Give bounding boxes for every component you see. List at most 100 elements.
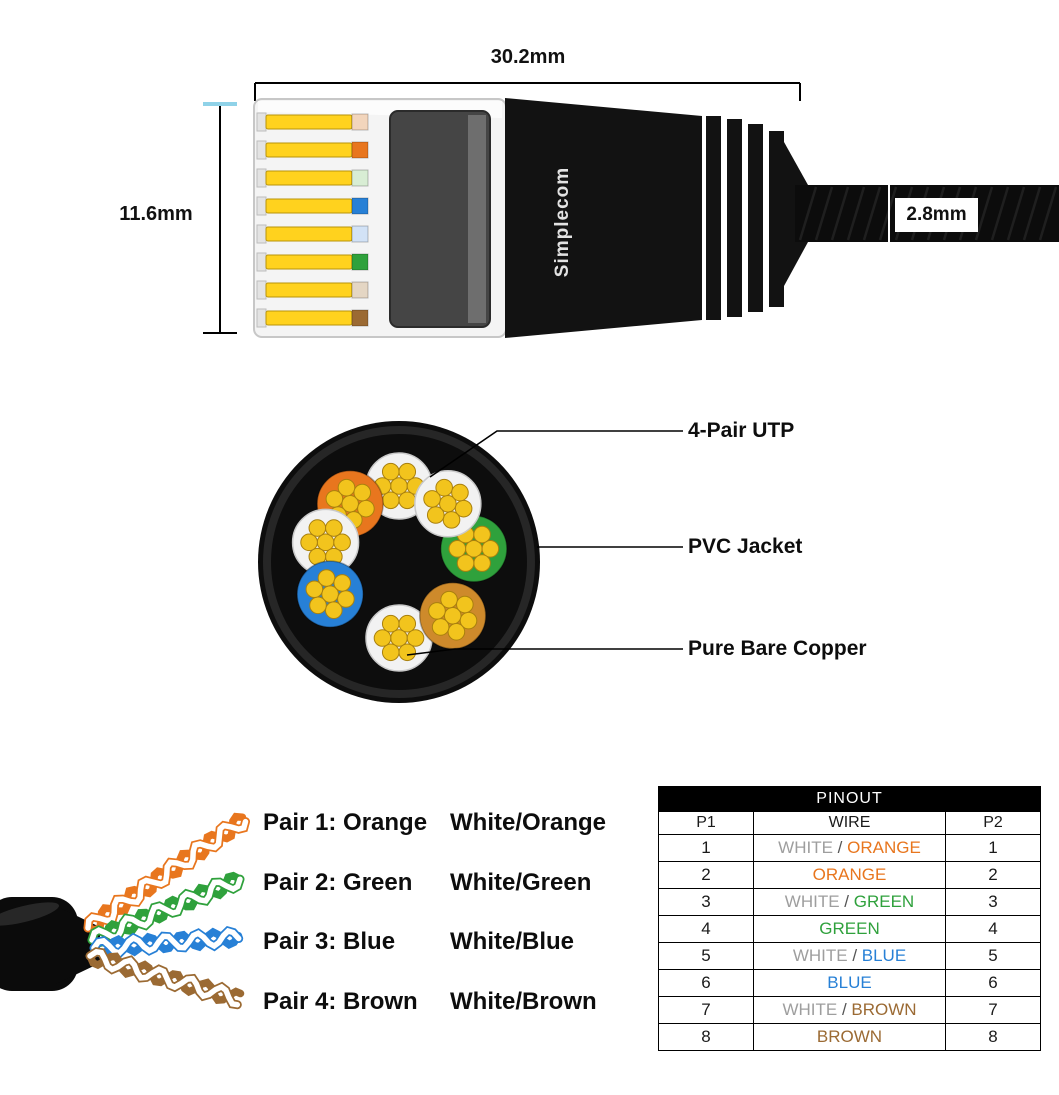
copper-strand	[398, 614, 417, 633]
twisted-pair-green	[87, 871, 245, 948]
twisted-pair-brown	[85, 947, 245, 1010]
copper-strand	[451, 483, 469, 502]
copper-strand	[456, 554, 475, 572]
wire-color-name: WHITE	[782, 1000, 838, 1019]
wire-color-name: WHITE	[778, 838, 833, 857]
pair-alt-label: White/Green	[450, 869, 592, 896]
wire-separator: /	[832, 838, 848, 857]
copper-strand	[426, 506, 445, 524]
copper-strand	[440, 590, 458, 609]
wire-separator: /	[847, 946, 862, 965]
pair-label: Pair 2: Green	[263, 869, 413, 896]
callout-pure-bare-copper: Pure Bare Copper	[688, 637, 867, 660]
cross-section-wires	[291, 452, 508, 672]
callout-4pair-utp: 4-Pair UTP	[688, 419, 795, 442]
pair-label: Pair 4: Brown	[263, 988, 418, 1015]
connector-clear-housing	[253, 98, 507, 338]
wire-color-name: BLUE	[861, 946, 907, 965]
width-dimension	[254, 82, 801, 101]
pinout-p2-cell: 6	[945, 969, 1041, 997]
wire-color-name: ORANGE	[812, 865, 887, 884]
wire-separator: /	[837, 1000, 852, 1019]
copper-strand	[473, 554, 491, 572]
copper-strand	[448, 540, 467, 558]
height-dimension	[203, 102, 237, 334]
wire-color-name: WHITE	[792, 946, 848, 965]
pinout-wire-cell: WHITE / ORANGE	[753, 834, 946, 862]
copper-strand	[428, 602, 446, 620]
pinout-col-wire: WIRE	[753, 811, 946, 835]
connector-pin	[265, 282, 353, 298]
copper-strand	[316, 533, 335, 552]
pair-alt-label: White/Orange	[450, 809, 607, 836]
connector-pin	[265, 170, 353, 186]
connector-pin	[265, 310, 353, 326]
copper-strand	[442, 511, 461, 529]
pin-contact-cap	[256, 196, 267, 216]
connector-load-bar	[389, 110, 491, 328]
copper-strand	[333, 574, 352, 592]
wire-color-name: ORANGE	[847, 838, 921, 857]
connector-pin	[265, 226, 353, 242]
pair-alt-label: White/Brown	[450, 988, 597, 1015]
wire-end	[351, 169, 369, 187]
connector-pin	[265, 254, 353, 270]
pinout-wire-cell: WHITE / BROWN	[753, 996, 946, 1024]
connector-body	[505, 98, 702, 338]
copper-strand	[325, 490, 344, 508]
pair-row: Pair 4: Brown White/Brown	[263, 985, 703, 1019]
copper-strand	[308, 519, 327, 537]
pinout-p2-cell: 4	[945, 915, 1041, 943]
pin-contact-cap	[256, 308, 267, 328]
pinout-p2-cell: 1	[945, 834, 1041, 862]
copper-strand	[325, 519, 343, 537]
wire-white	[291, 508, 360, 577]
pin-contact-cap	[256, 140, 267, 160]
pinout-title-row: PINOUT	[658, 786, 1041, 812]
copper-strand	[381, 643, 400, 662]
copper-strand	[423, 490, 441, 508]
wire-end	[351, 225, 369, 243]
copper-strand	[431, 618, 450, 636]
pinout-header-row: P1 WIRE P2	[658, 811, 1041, 835]
pinout-p1-cell: 7	[658, 996, 754, 1024]
utp-leader-line	[429, 430, 683, 478]
copper-strand	[398, 643, 417, 662]
wire-end	[351, 281, 369, 299]
pinout-p1-cell: 4	[658, 915, 754, 943]
copper-strand	[324, 601, 343, 620]
copper-strand	[373, 629, 392, 647]
wire-white	[414, 470, 482, 538]
pinout-p1-cell: 8	[658, 1023, 754, 1051]
wire-color-name: BLUE	[827, 973, 872, 992]
callout-lines	[406, 430, 683, 656]
wire-end	[351, 113, 369, 131]
pinout-p1-cell: 3	[658, 888, 754, 916]
pair-alt-label: White/Blue	[450, 928, 574, 955]
copper-strand	[305, 580, 324, 599]
copper-strand	[337, 478, 356, 497]
pinout-p2-cell: 3	[945, 888, 1041, 916]
pinout-p2-cell: 2	[945, 861, 1041, 889]
pin-contact-cap	[256, 224, 267, 244]
wire-color-name: GREEN	[819, 919, 880, 938]
pin-contact-cap	[256, 168, 267, 188]
copper-strand	[381, 462, 400, 481]
connector-pins	[256, 112, 369, 328]
pin-contact-cap	[256, 280, 267, 300]
width-dimension-label: 30.2mm	[490, 46, 566, 68]
pinout-col-p1: P1	[658, 811, 754, 835]
wire-blue	[296, 560, 364, 628]
copper-strand	[317, 569, 336, 587]
copper-strand	[398, 491, 417, 510]
wire-end	[351, 309, 369, 327]
wire-color-name: BROWN	[816, 1027, 883, 1046]
pinout-title: PINOUT	[658, 786, 1041, 812]
copper-strand	[309, 596, 327, 615]
pinout-p1-cell: 1	[658, 834, 754, 862]
pinout-col-p2: P2	[945, 811, 1041, 835]
